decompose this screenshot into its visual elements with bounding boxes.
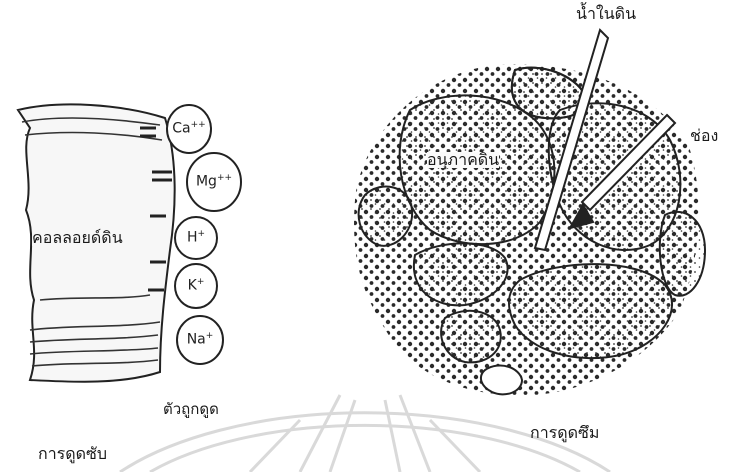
soil-particle-label: อนุภาคดิน (427, 152, 499, 168)
soil-water-label: น้ำในดิน (576, 6, 636, 22)
ion-label-mg: Mg++ (194, 173, 234, 190)
ion-label-h: H+ (176, 229, 216, 246)
infiltration-label: การดูดซึม (530, 425, 599, 441)
absorbent-label: ตัวถูกดูด (163, 402, 219, 417)
absorption-label: การดูดซับ (38, 446, 107, 462)
pore-label: ช่อง (690, 128, 718, 144)
colloid-label: คอลลอยด์ดิน (32, 230, 123, 246)
ion-label-na: Na+ (180, 331, 220, 348)
ion-label-k: K+ (176, 277, 216, 294)
ion-label-ca: Ca++ (169, 120, 209, 137)
